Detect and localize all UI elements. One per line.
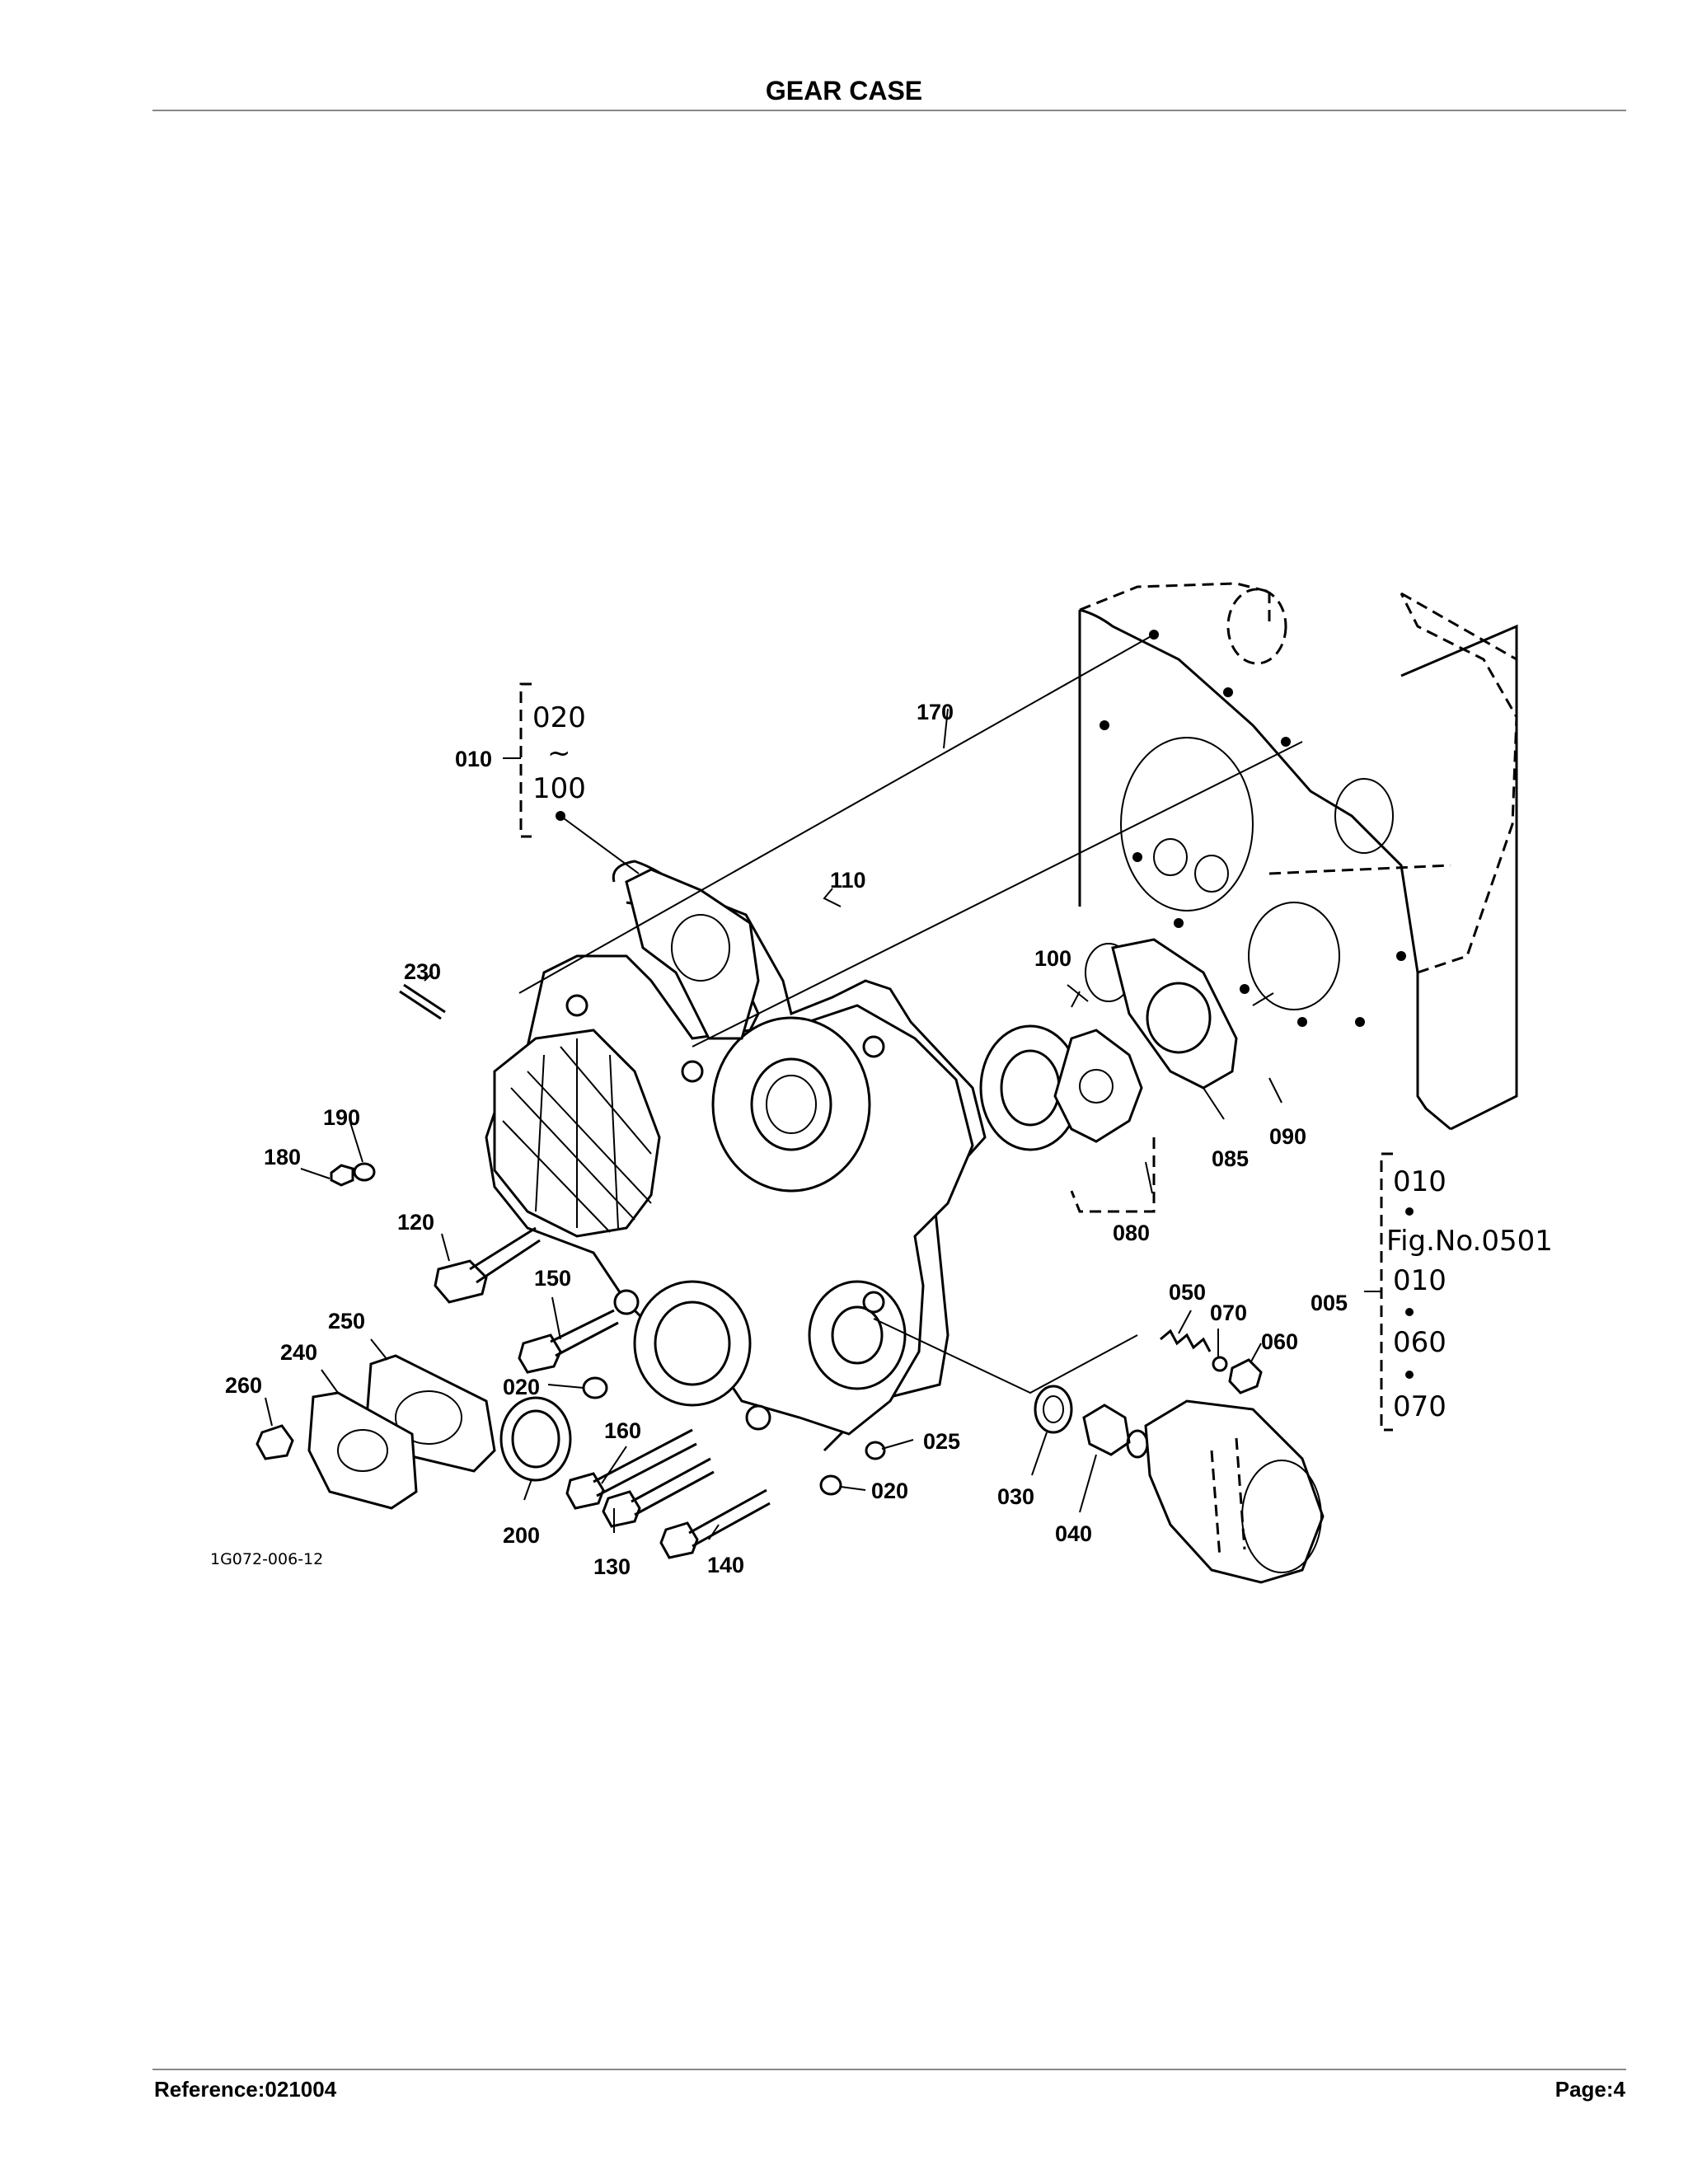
callout-160: 160 (604, 1418, 641, 1443)
group-010-to: 100 (532, 772, 586, 805)
callout-200: 200 (503, 1523, 540, 1548)
engine-block (1078, 582, 1518, 1131)
callout-050: 050 (1169, 1280, 1206, 1305)
callout-180: 180 (264, 1145, 301, 1169)
callout-260: 260 (225, 1373, 262, 1398)
callout-060: 060 (1261, 1329, 1298, 1354)
group-010-reference: 020 ~ 100 (532, 701, 586, 805)
group-brackets (503, 682, 1393, 1432)
callout-080: 080 (1113, 1221, 1150, 1245)
callout-140: 140 (707, 1553, 744, 1577)
callout-130: 130 (593, 1554, 631, 1579)
group-005-line5: 070 (1393, 1390, 1447, 1423)
callout-020-upper: 020 (503, 1375, 540, 1399)
group-005-line4: 060 (1393, 1326, 1447, 1359)
page-number: Page:4 (1554, 2077, 1625, 2102)
group-005-reference: 010 Fig.No.0501 010 060 070 (1386, 1165, 1553, 1423)
filter-parts (1034, 1329, 1325, 1584)
callout-240: 240 (280, 1340, 317, 1365)
callout-120: 120 (397, 1210, 434, 1235)
callout-010: 010 (455, 747, 492, 771)
callout-070: 070 (1210, 1301, 1247, 1325)
drawing-code: 1G072-006-12 (210, 1550, 323, 1568)
callout-090: 090 (1269, 1124, 1306, 1149)
oil-pump-parts (979, 938, 1274, 1151)
leader-lines (265, 634, 1303, 1540)
group-005-line1: 010 (1393, 1165, 1447, 1198)
callout-230: 230 (404, 959, 441, 984)
small-parts-left (256, 983, 886, 1559)
callout-labels: 010 170 110 100 230 190 180 085 090 080 … (225, 700, 1348, 1579)
footer-rule (152, 2069, 1626, 2070)
page-title: GEAR CASE (765, 76, 923, 105)
callout-005: 005 (1311, 1291, 1348, 1315)
group-005-line2: Fig.No.0501 (1386, 1225, 1553, 1258)
callout-085: 085 (1212, 1146, 1249, 1171)
callout-110: 110 (830, 868, 866, 893)
callout-250: 250 (328, 1309, 365, 1333)
header-rule (152, 110, 1626, 111)
callout-030: 030 (997, 1484, 1034, 1509)
group-010-from: 020 (532, 701, 586, 734)
gear-case-body (485, 860, 987, 1452)
callout-190: 190 (323, 1105, 360, 1130)
callout-020-lower: 020 (871, 1479, 908, 1503)
callout-040: 040 (1055, 1521, 1092, 1546)
callout-150: 150 (534, 1266, 571, 1291)
callout-100: 100 (1034, 946, 1071, 971)
group-010-range-mark: ~ (547, 737, 571, 770)
callout-170: 170 (917, 700, 954, 724)
callout-025: 025 (923, 1429, 960, 1454)
reference-number: Reference:021004 (154, 2077, 337, 2102)
group-005-line3: 010 (1393, 1264, 1447, 1297)
